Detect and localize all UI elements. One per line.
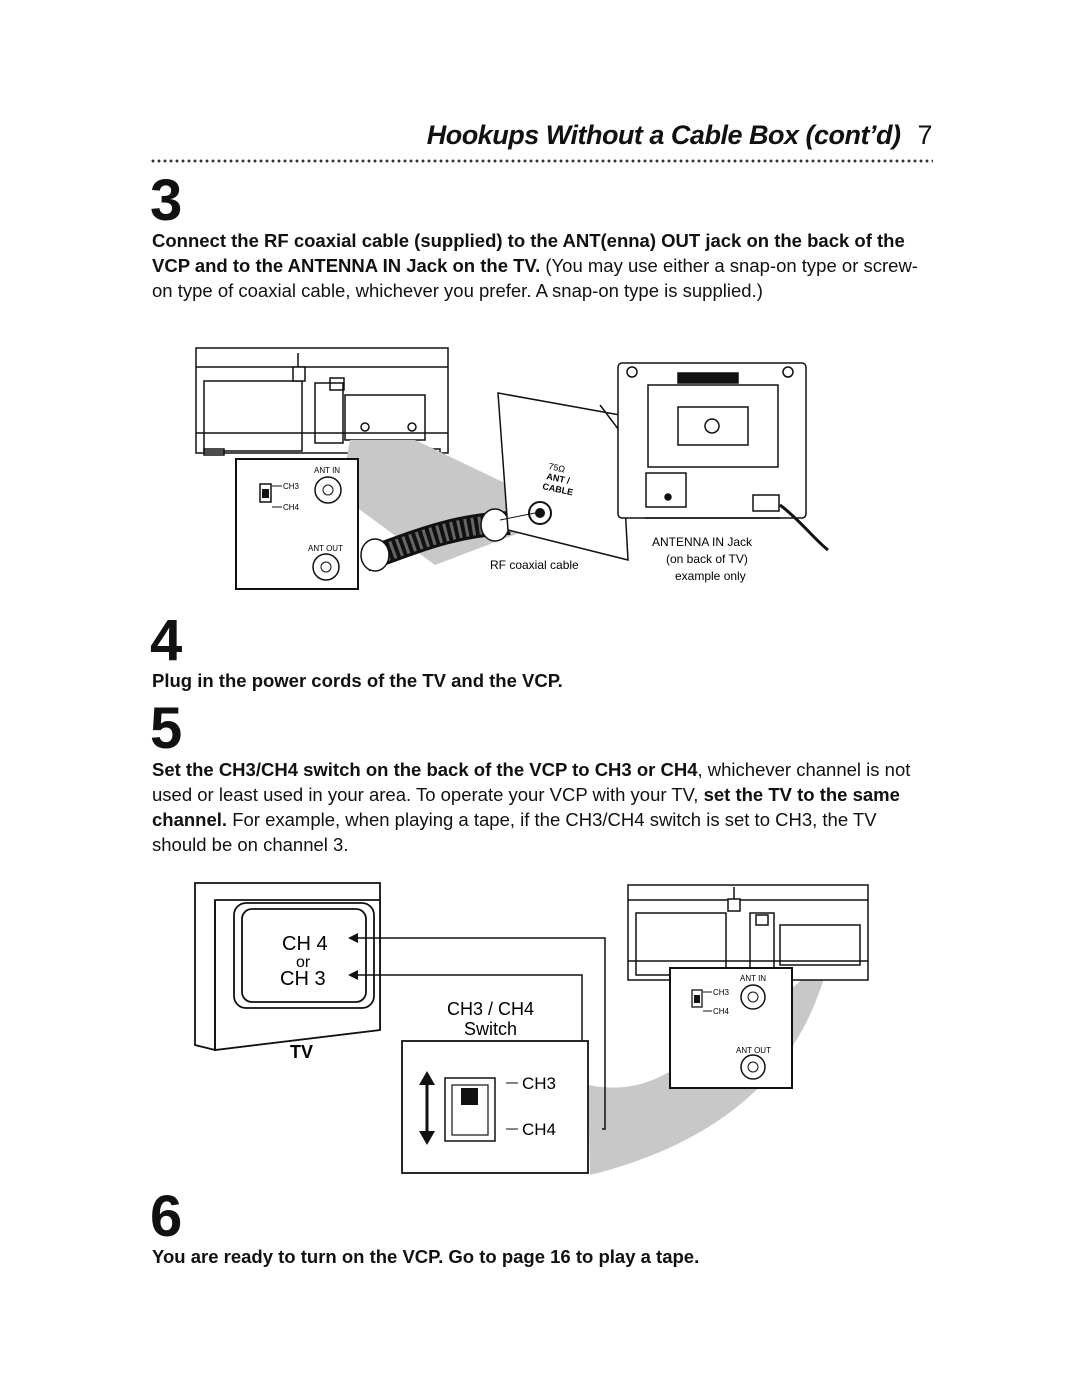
header-title: Hookups Without a Cable Box (cont’d) <box>426 120 901 150</box>
rf-coaxial-cable-illustration <box>360 508 511 572</box>
vcr-ch4-label: CH4 <box>283 503 300 512</box>
rf-cable-label: RF coaxial cable <box>490 558 579 572</box>
switch-title: CH3 / CH4 <box>447 999 534 1019</box>
tv-jack-label: ANTENNA IN Jack <box>652 535 753 549</box>
tv-label: TV <box>290 1042 313 1062</box>
step-5-number: 5 <box>150 696 183 761</box>
switch-ch3-label: CH3 <box>522 1074 556 1093</box>
switch-subtitle: Switch <box>464 1019 517 1039</box>
tv-screen-ch4: CH 4 <box>282 933 328 955</box>
vcr-ch3-label: CH3 <box>283 482 300 491</box>
vcr-ant-out-label: ANT OUT <box>308 544 343 553</box>
vcr-callout-highlight <box>340 440 580 565</box>
jack-ant-label: ANT / <box>546 471 572 486</box>
vcr-ant-panel: ANT IN CH3 CH4 ANT OUT <box>235 458 359 590</box>
vcr-rear-illustration-2 <box>627 884 869 981</box>
page-header: Hookups Without a Cable Box (cont’d) 7 <box>426 120 933 151</box>
tv-screen-or: or <box>296 954 311 971</box>
step-5-plain-text-1: , whichever channel is not used or least… <box>152 759 911 805</box>
step-3-plain-text: (You may use either a snap-on type or sc… <box>152 255 918 301</box>
ch4-arrow <box>358 937 606 1130</box>
ch3-ch4-switch-closeup <box>401 1040 589 1174</box>
step-5-bold-text-2: set the TV to the same channel. <box>152 784 900 830</box>
vcr2-ant-out-label: ANT OUT <box>736 1046 771 1055</box>
step-4-text: Plug in the power cords of the TV and th… <box>152 670 563 691</box>
tv-jack-example: example only <box>675 569 746 583</box>
step-4-number: 4 <box>150 608 183 673</box>
tv-jack-sublabel: (on back of TV) <box>666 552 748 566</box>
step-5-bold-text-1: Set the CH3/CH4 switch on the back of th… <box>152 759 698 780</box>
vcr-ant-in-label: ANT IN <box>314 466 340 475</box>
step-3-number: 3 <box>150 168 183 233</box>
jack-75-label: 75Ω <box>548 461 567 474</box>
step-5-diagram: CH 4 or CH 3 TV CH3 / CH4 Switch CH3 CH4 <box>194 882 869 1175</box>
vcr2-ant-in-label: ANT IN <box>740 974 766 983</box>
step-3-text: Connect the RF coaxial cable (supplied) … <box>152 228 927 303</box>
tv-front-illustration <box>194 882 381 1052</box>
step-3-diagram: ANT IN CH3 CH4 ANT OUT 75Ω ANT / CABLE R… <box>195 347 829 590</box>
tv-screen-ch3: CH 3 <box>280 968 326 990</box>
switch-ch4-label: CH4 <box>522 1120 556 1139</box>
vcr-ant-panel-2: ANT IN CH3 CH4 ANT OUT <box>669 967 793 1089</box>
dotted-divider <box>150 158 933 164</box>
vcr-rear-illustration <box>195 347 449 456</box>
tv-rear-illustration <box>617 362 829 552</box>
step-3-bold-text: Connect the RF coaxial cable (supplied) … <box>152 230 905 276</box>
step-6-text: You are ready to turn on the VCP. Go to … <box>152 1246 700 1267</box>
step-6-number: 6 <box>150 1184 183 1249</box>
vcr2-ch4-label: CH4 <box>713 1007 730 1016</box>
step-5-plain-text-2: For example, when playing a tape, if the… <box>152 809 877 855</box>
vcr2-ch3-label: CH3 <box>713 988 730 997</box>
step-5-text: Set the CH3/CH4 switch on the back of th… <box>152 757 927 857</box>
page-number: 7 <box>917 120 932 150</box>
